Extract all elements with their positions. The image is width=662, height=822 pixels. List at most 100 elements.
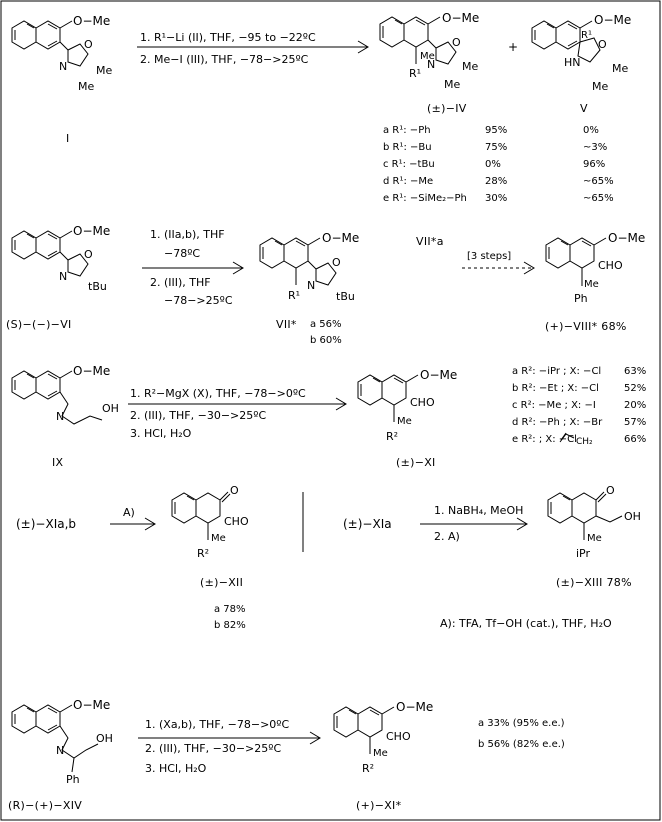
- me-label-1: Me: [96, 64, 112, 77]
- yield-row-r2: b R²: −Et ; X: −Cl: [512, 383, 599, 394]
- compound-XI-star: O−Me CHO Me R² (+)−XI*: [333, 700, 433, 812]
- compound-label: (S)−(−)−VI: [6, 318, 72, 331]
- ring-o-label: O: [84, 38, 93, 51]
- reagent-step-1a: 1. (IIa,b), THF: [150, 228, 225, 241]
- compound-VI: O−Me O N tBu (S)−(−)−VI: [6, 224, 110, 331]
- yield-row-r1: b R¹: −Bu: [383, 142, 432, 153]
- cho-label: CHO: [410, 396, 435, 409]
- yield-table-row3: a R²: −iPr ; X: −Cl 63% b R²: −Et ; X: −Cl…: [512, 366, 646, 445]
- ring-o-label: O: [84, 248, 93, 261]
- compound-I: O−Me O N Me Me I: [11, 14, 112, 145]
- yield-row-r2: a R²: −iPr ; X: −Cl: [512, 366, 601, 377]
- yield-b: b 60%: [310, 335, 342, 346]
- compound-label: (±)−XI: [396, 456, 436, 469]
- compound-label: I: [66, 132, 70, 145]
- plus-sign: +: [508, 40, 518, 54]
- dihydro-ring: [357, 706, 383, 738]
- yield-value: 57%: [624, 417, 646, 428]
- r2-label: R²: [197, 547, 209, 560]
- reagent-step-2: 2. A): [434, 530, 460, 543]
- ring-o-label: O: [598, 38, 607, 51]
- benzo-ring: [171, 492, 197, 524]
- steps-label: [3 steps]: [467, 251, 511, 262]
- ome-label: O−Me: [73, 698, 110, 712]
- compound-XIV: O−Me N OH Ph (R)−(+)−XIV: [8, 698, 113, 812]
- yield-row-r2: e R²: ; X: −Cl: [512, 434, 577, 445]
- reagent-step-1: 1. (Xa,b), THF, −78−>0ºC: [145, 718, 289, 731]
- ring-n-label: N: [59, 60, 67, 73]
- compound-label: (+)−XI*: [356, 799, 402, 812]
- oh-label: OH: [624, 510, 641, 523]
- me-label: Me: [420, 51, 435, 62]
- yield-value: 52%: [624, 383, 646, 394]
- ring-right: [35, 370, 61, 400]
- benzo-ring: [357, 374, 383, 406]
- tbu-label: tBu: [336, 290, 355, 303]
- me-label: Me: [587, 533, 602, 544]
- oxazolidine-ring: [577, 37, 601, 63]
- reagent-step-2: 2. (III), THF, −30−>25ºC: [130, 409, 266, 422]
- yield-v: ~3%: [583, 142, 607, 153]
- reagent-step-1b: −78ºC: [164, 247, 200, 260]
- me-label: Me: [584, 279, 599, 290]
- arrow-row2: 1. (IIa,b), THF −78ºC 2. (III), THF −78−…: [142, 228, 244, 307]
- benzo-ring: [531, 20, 557, 50]
- ring-left: [11, 704, 37, 734]
- me-label: Me: [397, 416, 412, 427]
- footnote-a: A): TFA, Tf−OH (cat.), THF, H₂O: [440, 617, 612, 630]
- nh-label: HN: [564, 56, 581, 69]
- ome-label: O−Me: [442, 11, 479, 25]
- yield-a: a 78%: [214, 604, 246, 615]
- compound-label: (±)−XIII 78%: [556, 576, 632, 589]
- vii-a-label: VII*a: [416, 235, 444, 248]
- oh-label: OH: [102, 402, 119, 415]
- yield-v: 0%: [583, 125, 599, 136]
- dihydro-ring: [403, 16, 429, 48]
- cho-label: CHO: [224, 515, 249, 528]
- n-label: N: [56, 410, 64, 423]
- yield-row-r1: c R¹: −tBu: [383, 159, 435, 170]
- dihydro-ring: [381, 374, 407, 406]
- yield-a: a 33% (95% e.e.): [478, 718, 565, 729]
- ring-right: [35, 704, 61, 734]
- compound-XII: O CHO Me R² (±)−XII a 78% b 82%: [171, 484, 249, 631]
- oxazoline-ring: [315, 262, 337, 286]
- ring-o-label: O: [452, 36, 461, 49]
- yield-b: b 82%: [214, 620, 246, 631]
- ph-label: Ph: [574, 292, 588, 305]
- reagent-step-2a: 2. (III), THF: [150, 276, 211, 289]
- yield-row-r1: d R¹: −Me: [383, 176, 433, 187]
- ring-n-label: N: [59, 270, 67, 283]
- ring-o-label: O: [332, 256, 341, 269]
- reagent-step-3: 3. HCl, H₂O: [145, 762, 207, 775]
- yield-row-r2: d R²: −Ph ; X: −Br: [512, 417, 603, 428]
- compound-VIII: O−Me CHO Me Ph (+)−VIII* 68%: [545, 231, 645, 333]
- ome-label: O−Me: [73, 14, 110, 28]
- reagent-step-2: 2. Me−I (III), THF, −78−>25ºC: [140, 53, 309, 66]
- compound-XIII: O OH Me iPr (±)−XIII 78%: [547, 484, 641, 589]
- ph-label: Ph: [66, 773, 80, 786]
- yield-row-r1: a R¹: −Ph: [383, 125, 431, 136]
- compound-label: VII*: [276, 318, 297, 331]
- arrow-row4-right: 1. NaBH₄, MeOH 2. A): [420, 504, 528, 543]
- ome-label: O−Me: [396, 700, 433, 714]
- ome-label: O−Me: [322, 231, 359, 245]
- ring-left: [11, 370, 37, 400]
- yield-v: 96%: [583, 159, 605, 170]
- r2-label: R²: [386, 430, 398, 443]
- vinyl-group: CH₂: [559, 432, 593, 447]
- me-label-2: Me: [78, 80, 94, 93]
- yield-value: 20%: [624, 400, 646, 411]
- arrow-row5: 1. (Xa,b), THF, −78−>0ºC 2. (III), THF, …: [138, 718, 321, 775]
- compound-V: O−Me R¹ O HN Me Me V: [531, 13, 631, 115]
- dihydro-ring: [569, 237, 595, 269]
- n-label: N: [56, 744, 64, 757]
- dihydro-ring: [283, 237, 309, 269]
- benzo-ring: [333, 706, 359, 738]
- yield-value: 63%: [624, 366, 646, 377]
- me-label-2: Me: [444, 78, 460, 91]
- oh-label: OH: [96, 732, 113, 745]
